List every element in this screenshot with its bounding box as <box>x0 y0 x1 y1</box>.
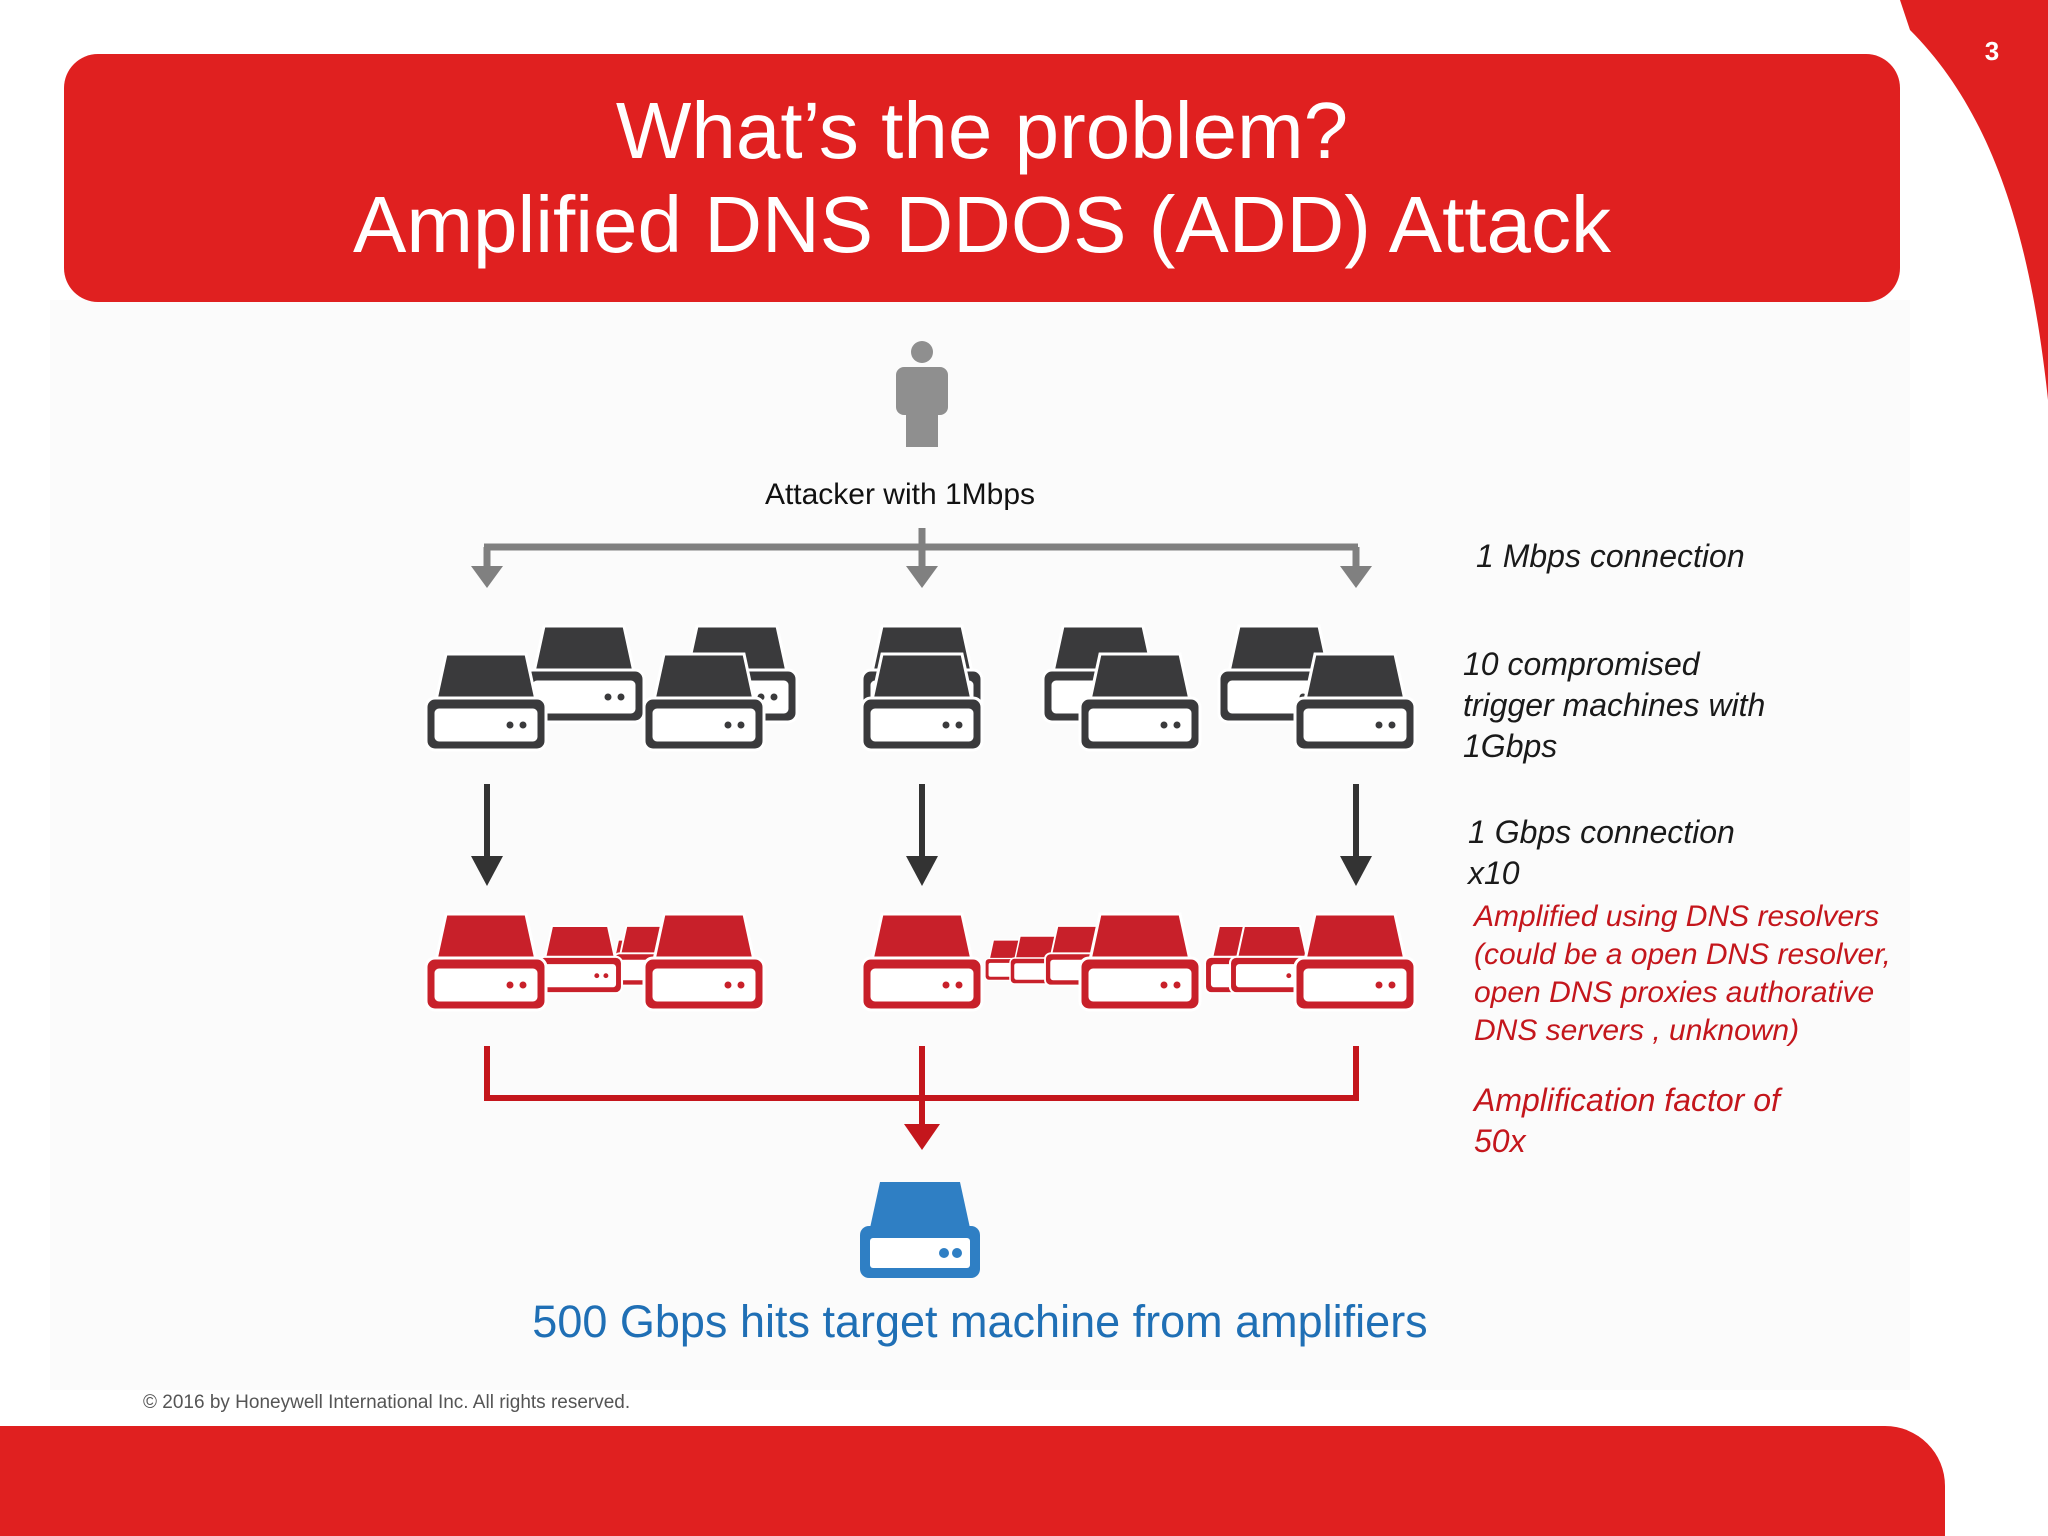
amplifier-machines <box>424 912 1417 1012</box>
person-icon <box>896 341 948 447</box>
slide-title-line-1: What’s the problem? <box>615 86 1349 175</box>
mbps-connection-label: 1 Mbps connection <box>1476 538 1745 574</box>
server-icon <box>424 912 548 1012</box>
attacker-label: Attacker with 1Mbps <box>764 478 1036 511</box>
arrow-head-left <box>471 566 503 588</box>
amplification-factor-line-1: Amplification factor of <box>1474 1082 1780 1118</box>
server-icon <box>860 652 984 752</box>
gbps-connection-label: 1 Gbps connection <box>1468 814 1735 850</box>
slide-title-line-2: Amplified DNS DDOS (ADD) Attack <box>352 180 1612 269</box>
server-icon <box>1293 652 1417 752</box>
server-icon <box>1078 912 1202 1012</box>
target-label: 500 Gbps hits target machine from amplif… <box>532 1296 1428 1347</box>
server-icon <box>424 652 548 752</box>
amplified-label-line-4: DNS servers , unknown) <box>1474 1014 1800 1047</box>
mbps-arrows <box>483 528 1360 568</box>
server-icon <box>642 652 766 752</box>
server-icon <box>860 1182 980 1278</box>
amplification-factor-line-2: 50x <box>1474 1123 1526 1159</box>
gbps-multiplier-label: x10 <box>1468 855 1520 891</box>
amplified-connector <box>484 1046 1359 1128</box>
copyright-notice: © 2016 by Honeywell International Inc. A… <box>143 1392 631 1413</box>
gbps-arrows <box>484 784 1359 860</box>
arrow-head-target <box>904 1124 940 1150</box>
amplified-label-line-3: open DNS proxies authorative <box>1474 976 1875 1009</box>
target-machine <box>860 1182 980 1278</box>
arrow-head-center <box>906 566 938 588</box>
server-icon <box>1293 912 1417 1012</box>
server-icon <box>642 912 766 1012</box>
amplified-label-line-1: Amplified using DNS resolvers <box>1474 900 1880 933</box>
server-icon <box>1078 652 1202 752</box>
corner-swoosh <box>1900 0 2048 400</box>
server-icon <box>536 924 624 995</box>
compromised-label-line-2: trigger machines with <box>1463 687 1766 723</box>
footer-bar <box>0 1426 1945 1536</box>
arrow-head-right <box>1340 566 1372 588</box>
page-number: 3 <box>1984 36 2000 66</box>
compromised-label-line-1: 10 compromised <box>1463 646 1700 682</box>
compromised-label-line-3: 1Gbps <box>1463 728 1558 764</box>
server-icon <box>860 912 984 1012</box>
trigger-machines <box>424 624 1417 752</box>
amplified-label-line-2: (could be a open DNS resolver, <box>1474 938 1891 971</box>
title-banner: What’s the problem? Amplified DNS DDOS (… <box>64 54 1900 302</box>
